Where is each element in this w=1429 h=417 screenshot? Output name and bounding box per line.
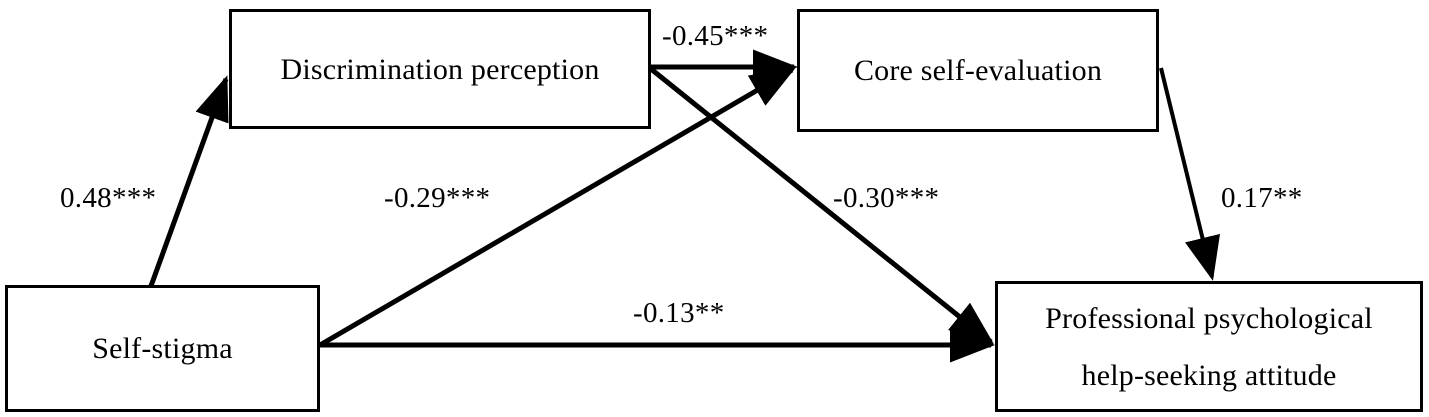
node-label-attitude-line-1: Professional psychological xyxy=(1045,301,1373,335)
edge-discrimination-to-attitude xyxy=(649,67,995,345)
edge-label-discrimination-to-attitude: -0.30*** xyxy=(833,182,940,214)
node-core-self-evaluation: Core self-evaluation xyxy=(797,9,1159,132)
edge-label-stigma-to-attitude: -0.13** xyxy=(633,297,725,329)
edge-label-core-to-attitude: 0.17** xyxy=(1221,182,1303,214)
node-label-discrimination: Discrimination perception xyxy=(280,52,600,86)
node-label-attitude-line-2: help-seeking attitude xyxy=(1081,358,1337,392)
edge-stigma-to-core xyxy=(318,67,796,348)
edge-stigma-to-discrimination xyxy=(148,75,229,287)
node-label-self-stigma: Self-stigma xyxy=(92,332,233,365)
edge-label-stigma-to-core: -0.29*** xyxy=(384,182,491,214)
edge-label-stigma-to-discrimination: 0.48*** xyxy=(60,182,157,214)
edge-core-to-attitude xyxy=(1159,67,1221,281)
node-self-stigma: Self-stigma xyxy=(5,285,320,412)
node-discrimination-perception: Discrimination perception xyxy=(229,9,651,129)
node-label-core-self-evaluation: Core self-evaluation xyxy=(853,54,1103,87)
node-help-seeking-attitude: Professional psychological help-seeking … xyxy=(995,281,1423,412)
edge-label-discrimination-to-core: -0.45*** xyxy=(662,20,769,52)
